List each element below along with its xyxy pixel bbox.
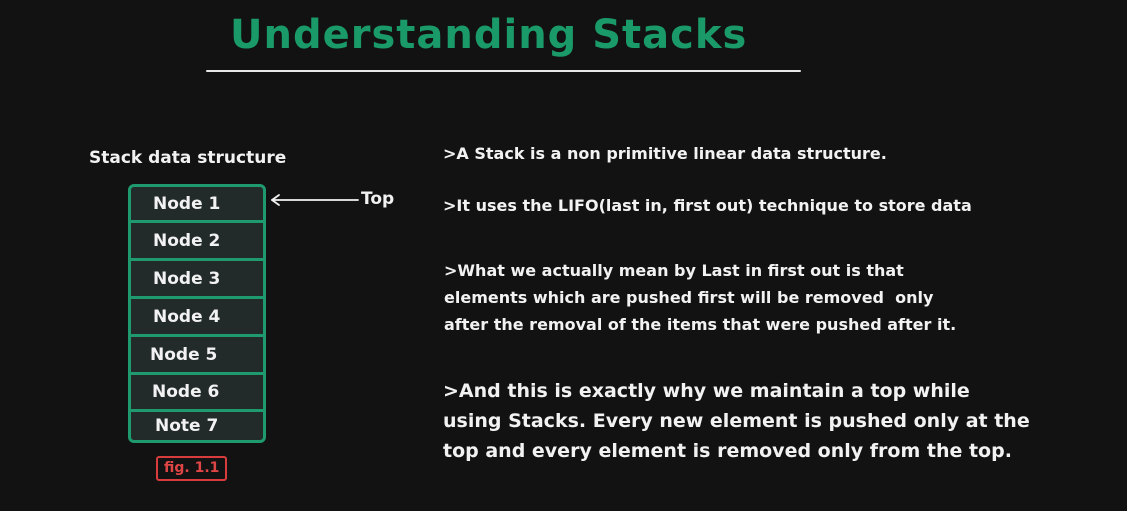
stack-caption: Stack data structure xyxy=(89,148,287,168)
stack-node: Note 7 xyxy=(131,409,263,440)
stack-node: Node 1 xyxy=(153,193,221,214)
note-line: >What we actually mean by Last in first … xyxy=(444,261,904,280)
note-line: elements which are pushed first will be … xyxy=(444,288,934,307)
title-underline xyxy=(206,70,801,72)
top-pointer-arrow xyxy=(271,194,359,206)
top-label: Top xyxy=(361,189,395,209)
note-paragraph: >It uses the LIFO(last in, first out) te… xyxy=(443,196,972,215)
note-line: after the removal of the items that were… xyxy=(444,315,957,334)
stack-node: Node 3 xyxy=(131,258,263,296)
page-title: Understanding Stacks xyxy=(230,12,748,58)
note-paragraph: >What we actually mean by Last in first … xyxy=(444,257,956,338)
note-line: >It uses the LIFO(last in, first out) te… xyxy=(443,196,972,215)
note-line: top and every element is removed only fr… xyxy=(443,440,1012,462)
figure-label: fig. 1.1 xyxy=(156,456,228,481)
note-line: using Stacks. Every new element is pushe… xyxy=(443,410,1030,432)
note-line: >A Stack is a non primitive linear data … xyxy=(443,144,887,163)
note-paragraph: >A Stack is a non primitive linear data … xyxy=(443,144,887,163)
note-line: >And this is exactly why we maintain a t… xyxy=(443,380,970,402)
stack-node: Node 6 xyxy=(131,372,263,409)
stack-node: Node 2 xyxy=(131,220,263,258)
stack-container: Node 1 Node 2 Node 3 Node 4 Node 5 Node … xyxy=(128,184,266,443)
stack-node: Node 5 xyxy=(131,334,263,372)
stack-node: Node 4 xyxy=(131,296,263,334)
note-paragraph: >And this is exactly why we maintain a t… xyxy=(443,376,1030,466)
